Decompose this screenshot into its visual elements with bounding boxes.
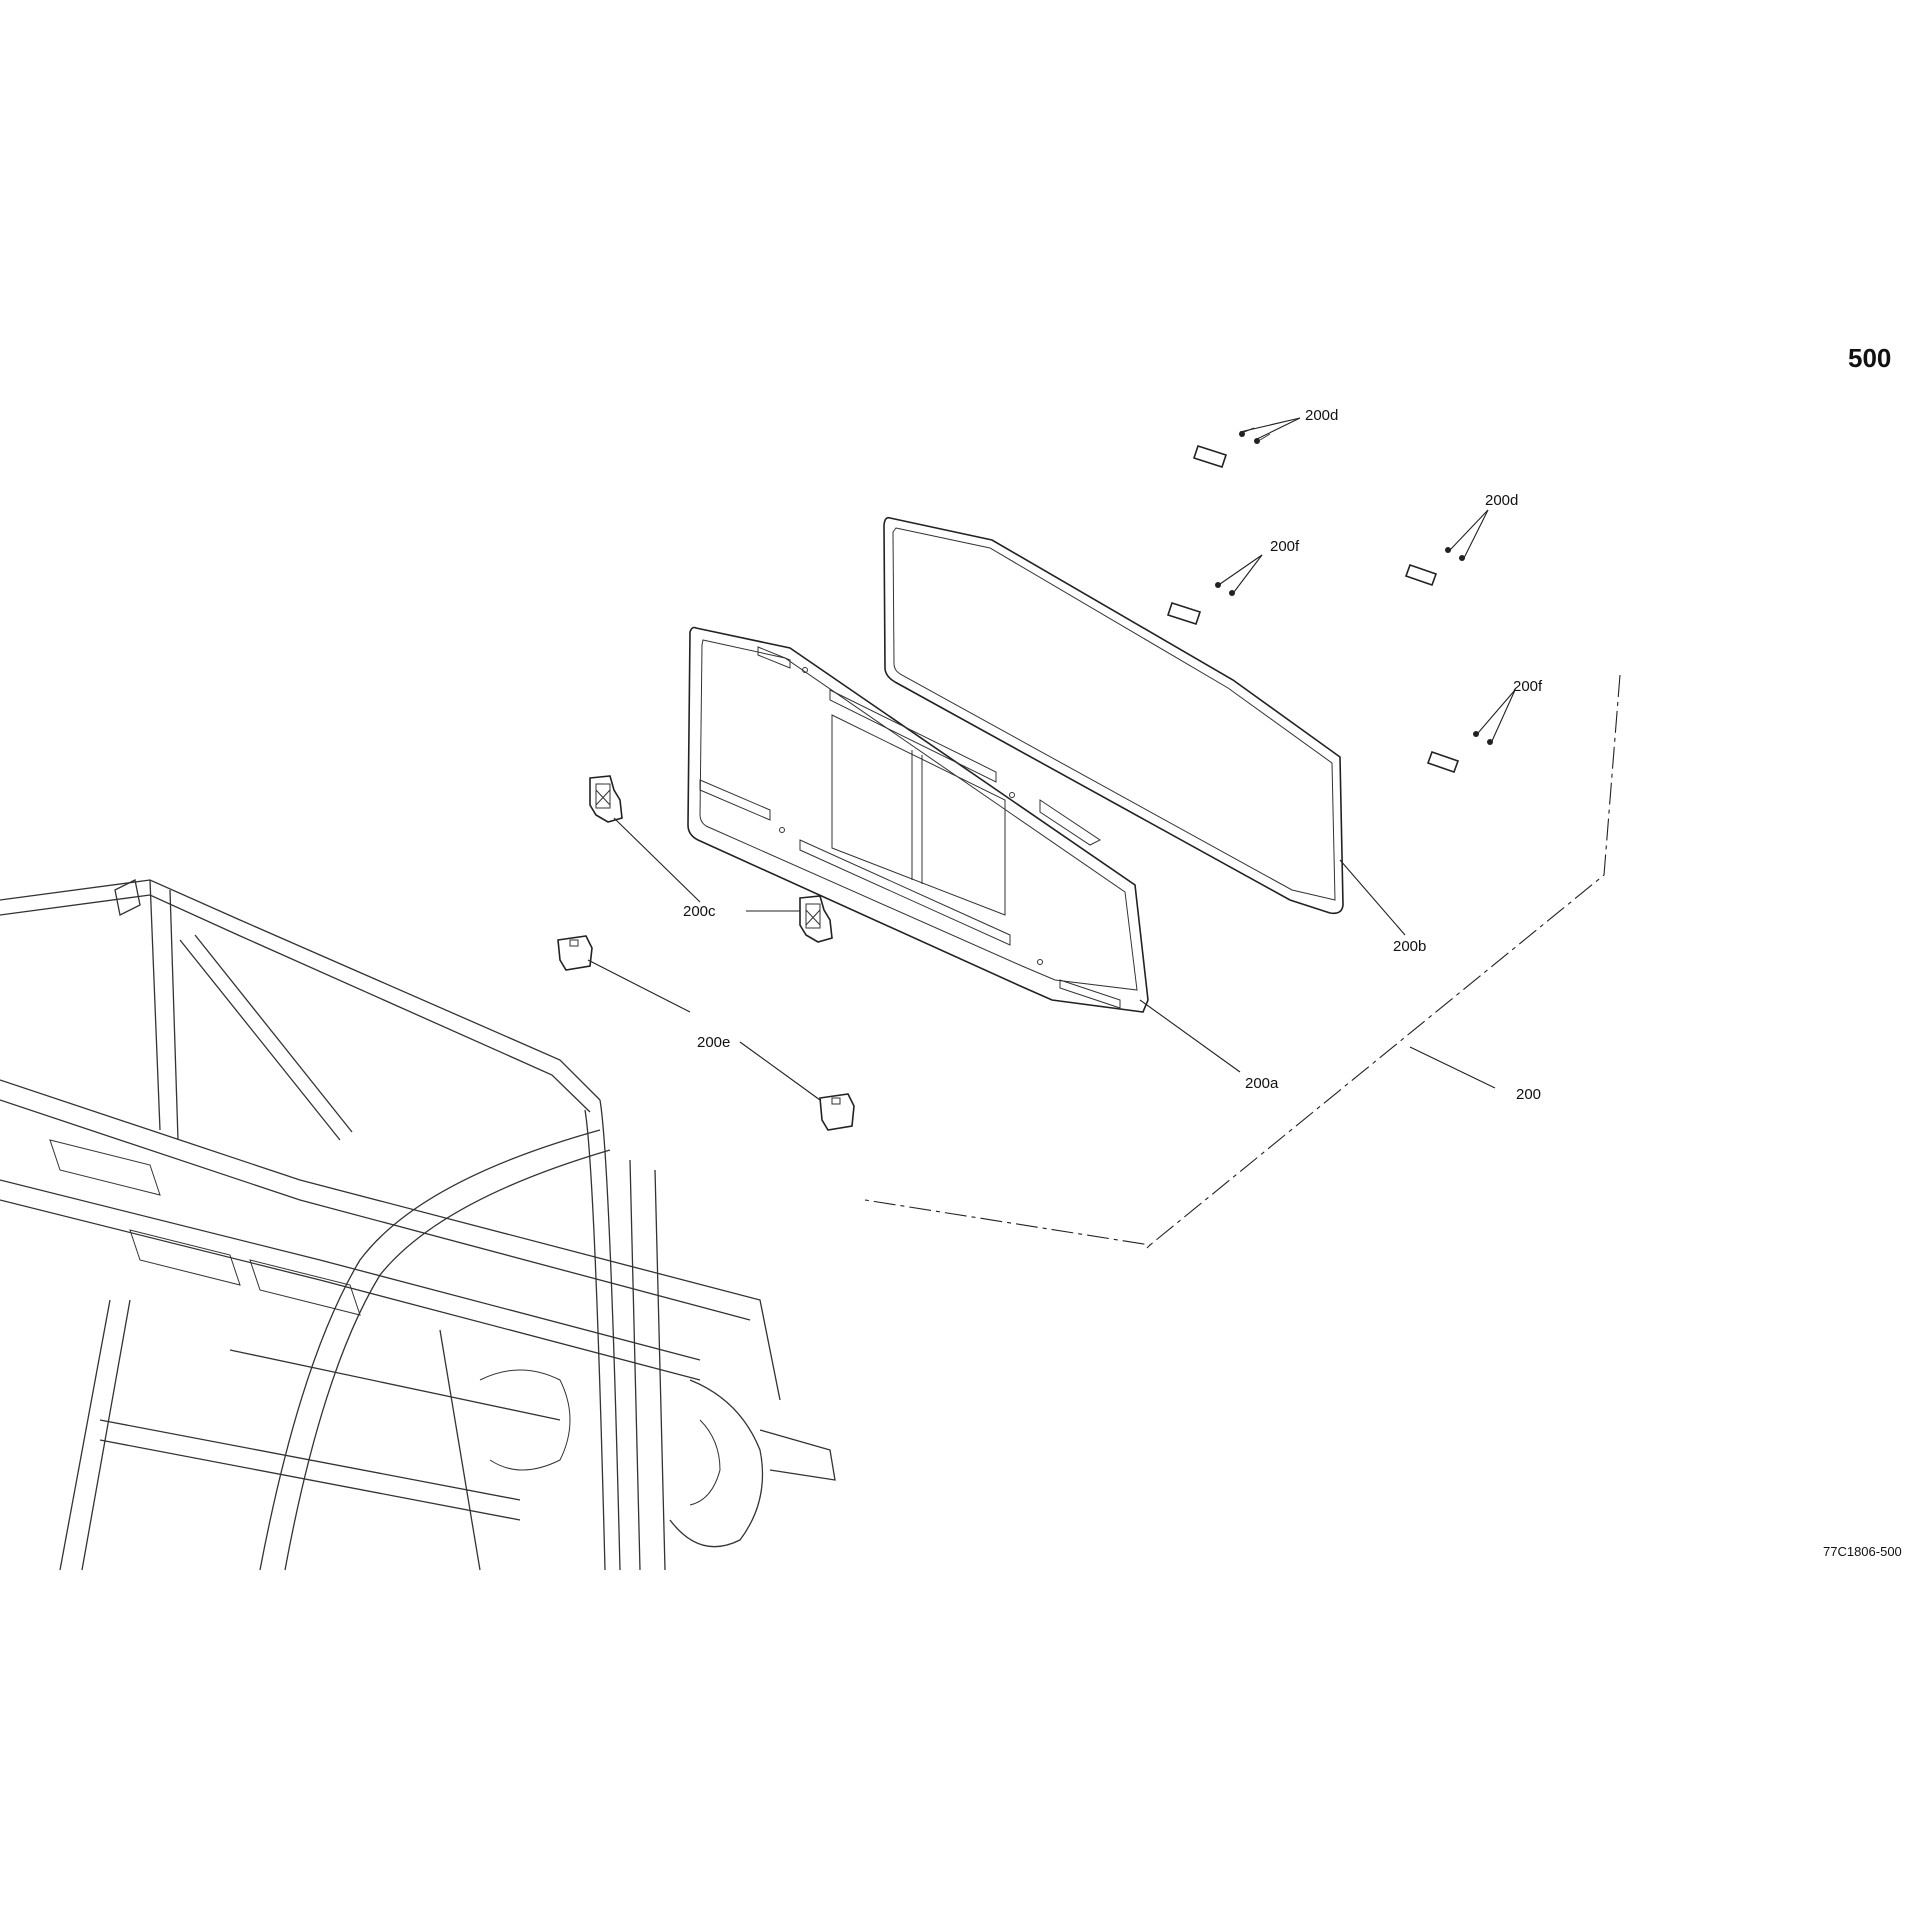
part-200f-screws-mid [1166, 582, 1235, 626]
part-200e-latch-lower [819, 1093, 855, 1131]
part-200a-panel-frame [687, 626, 1149, 1013]
callout-200f-mid: 200f [1270, 538, 1300, 555]
callout-200c: 200c [683, 903, 716, 920]
part-200e-latch-upper [557, 935, 593, 971]
assembly-bracket-200 [864, 674, 1621, 1249]
callout-200b: 200b [1393, 938, 1426, 955]
vehicle-frame-illustration [0, 879, 836, 1571]
callout-200f-lower: 200f [1513, 678, 1543, 695]
part-200d-screws-upper [1192, 427, 1271, 469]
callout-200e: 200e [697, 1034, 730, 1051]
callout-200: 200 [1516, 1086, 1541, 1103]
callout-200a: 200a [1245, 1075, 1279, 1092]
part-200f-screws-lower [1426, 731, 1493, 774]
callout-200d-right: 200d [1485, 492, 1518, 509]
callout-labels: 200d 200d 200f 200f 200c 200b 200e 200a … [683, 407, 1543, 1103]
leader-lines [587, 417, 1516, 1101]
part-200c-clamp-upper [589, 775, 623, 823]
part-200b-panel [883, 516, 1344, 915]
reference-code: 77C1806-500 [1823, 1544, 1902, 1559]
callout-200d-upper: 200d [1305, 407, 1338, 424]
page-number: 500 [1848, 343, 1891, 373]
part-200d-screws-right [1404, 547, 1465, 587]
part-200c-clamp-lower [799, 895, 833, 943]
